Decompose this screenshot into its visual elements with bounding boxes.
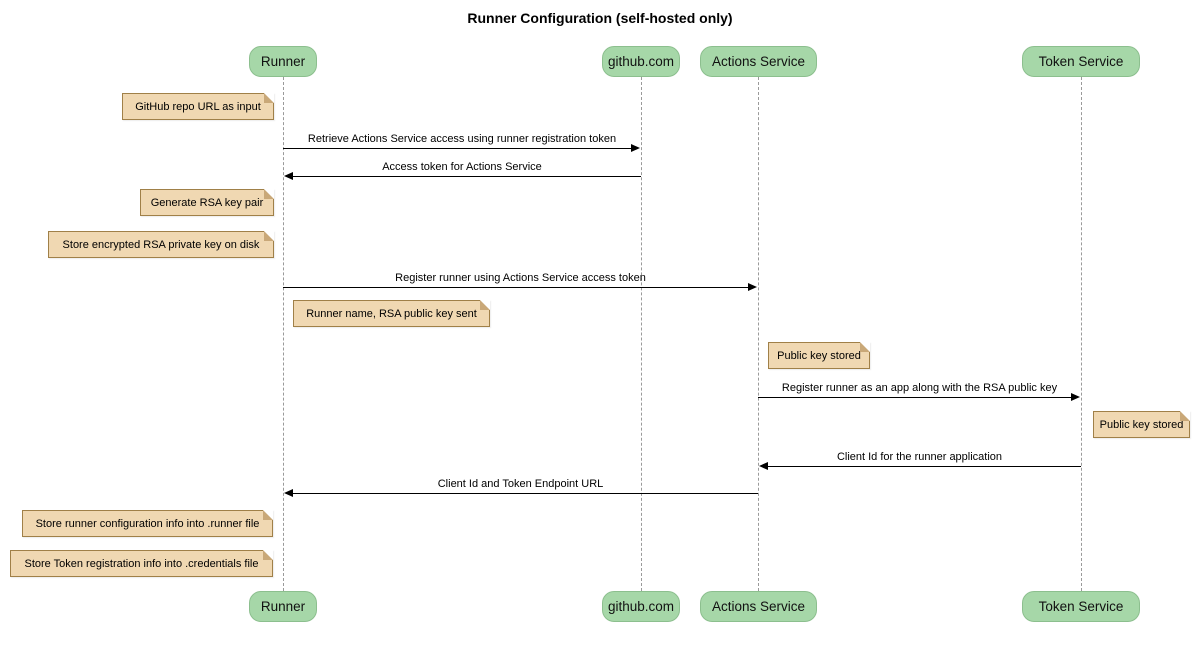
arrowhead-right-icon [748, 283, 757, 291]
message-label: Register runner as an app along with the… [781, 382, 1058, 394]
participant-runner-top: Runner [249, 46, 317, 77]
arrowhead-left-icon [284, 489, 293, 497]
participant-token-service-top: Token Service [1022, 46, 1140, 77]
note: Store Token registration info into .cred… [10, 550, 273, 577]
message-label: Register runner using Actions Service ac… [395, 272, 646, 284]
participant-actions-service-bottom: Actions Service [700, 591, 817, 622]
note: Store runner configuration info into .ru… [22, 510, 273, 537]
message-label: Retrieve Actions Service access using ru… [307, 133, 617, 145]
participant-actions-service-top: Actions Service [700, 46, 817, 77]
lifeline-actions-service [758, 77, 759, 591]
message-label: Access token for Actions Service [382, 161, 542, 173]
participant-runner-bottom: Runner [249, 591, 317, 622]
message-line [283, 148, 637, 149]
lifeline-github-com [641, 77, 642, 591]
note: Public key stored [768, 342, 870, 369]
arrowhead-left-icon [759, 462, 768, 470]
note: Store encrypted RSA private key on disk [48, 231, 274, 258]
arrowhead-right-icon [631, 144, 640, 152]
arrowhead-right-icon [1071, 393, 1080, 401]
note: Generate RSA key pair [140, 189, 274, 216]
message-line [762, 466, 1081, 467]
note: GitHub repo URL as input [122, 93, 274, 120]
participant-github-com-top: github.com [602, 46, 680, 77]
arrowhead-left-icon [284, 172, 293, 180]
message-line [283, 287, 754, 288]
message-label: Client Id and Token Endpoint URL [437, 478, 604, 490]
message-line [758, 397, 1077, 398]
participant-github-com-bottom: github.com [602, 591, 680, 622]
note: Runner name, RSA public key sent [293, 300, 490, 327]
lifeline-runner [283, 77, 284, 591]
message-label: Client Id for the runner application [836, 451, 1003, 463]
diagram-title: Runner Configuration (self-hosted only) [467, 10, 733, 26]
participant-token-service-bottom: Token Service [1022, 591, 1140, 622]
lifeline-token-service [1081, 77, 1082, 591]
message-line [287, 176, 641, 177]
note: Public key stored [1093, 411, 1190, 438]
message-line [287, 493, 758, 494]
